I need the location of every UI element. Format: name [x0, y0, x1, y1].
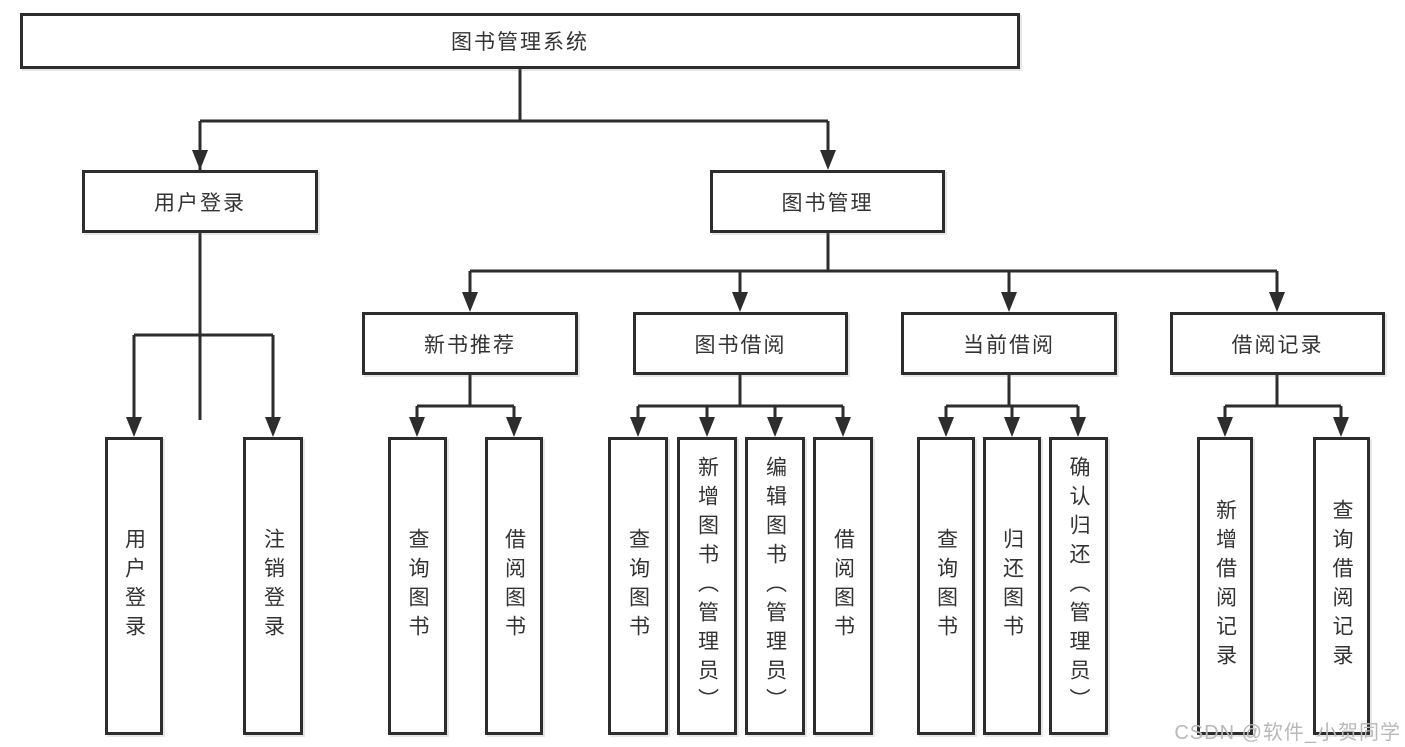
leaf-add-book-admin-label: 新增图书（管理员） — [695, 455, 719, 717]
leaf-add-book-admin: 新增图书（管理员） — [677, 437, 737, 735]
connector-current-borrow-branch — [944, 375, 1080, 419]
leaf-edit-book-admin: 编辑图书（管理员） — [745, 437, 805, 735]
leaf-return-book: 归还图书 — [983, 437, 1041, 735]
leaf-confirm-return-admin: 确认归还（管理员） — [1049, 437, 1108, 735]
node-root-label: 图书管理系统 — [451, 31, 589, 54]
connector-book-borrow-branch — [636, 375, 845, 419]
leaf-edit-book-admin-label: 编辑图书（管理员） — [763, 455, 787, 717]
leaf-query-books-current: 查询图书 — [917, 437, 975, 735]
node-book-borrow: 图书借阅 — [633, 312, 848, 375]
leaf-query-books-borrow-label: 查询图书 — [626, 528, 650, 644]
node-book-borrow-label: 图书借阅 — [694, 333, 787, 357]
node-root: 图书管理系统 — [20, 13, 1020, 69]
leaf-query-books-borrow: 查询图书 — [608, 437, 668, 735]
node-new-book-recommend: 新书推荐 — [362, 312, 578, 375]
leaf-query-books-recommend: 查询图书 — [388, 437, 447, 735]
leaf-logout-label: 注销登录 — [261, 528, 285, 644]
leaf-user-login-label: 用户登录 — [122, 528, 146, 644]
leaf-query-borrow-record-label: 查询借阅记录 — [1330, 499, 1353, 673]
node-user-login-label: 用户登录 — [154, 191, 246, 215]
csdn-watermark: CSDN @软件_小贺同学 — [1174, 722, 1401, 744]
connector-new-book-branch — [415, 375, 516, 419]
leaf-query-books-recommend-label: 查询图书 — [406, 528, 429, 644]
leaf-query-books-current-label: 查询图书 — [934, 528, 958, 644]
leaf-query-borrow-record: 查询借阅记录 — [1313, 437, 1370, 735]
leaf-borrow-books-borrow-label: 借阅图书 — [831, 528, 855, 644]
leaf-borrow-books-recommend: 借阅图书 — [485, 437, 543, 735]
node-book-management: 图书管理 — [710, 170, 945, 233]
connector-borrow-record-branch — [1223, 375, 1343, 419]
leaf-return-book-label: 归还图书 — [1000, 528, 1024, 644]
leaf-user-login: 用户登录 — [105, 437, 163, 735]
connector-root-to-level2 — [198, 69, 830, 420]
node-user-login: 用户登录 — [82, 170, 318, 233]
arrowheads — [126, 150, 1349, 437]
leaf-borrow-books-recommend-label: 借阅图书 — [502, 528, 526, 644]
leaf-add-borrow-record-label: 新增借阅记录 — [1213, 499, 1237, 673]
node-book-management-label: 图书管理 — [781, 191, 874, 215]
node-current-borrow: 当前借阅 — [901, 312, 1117, 375]
node-current-borrow-label: 当前借阅 — [963, 333, 1055, 357]
connector-book-management-branch — [468, 233, 1279, 294]
leaf-add-borrow-record: 新增借阅记录 — [1197, 437, 1253, 735]
leaf-logout: 注销登录 — [243, 437, 303, 735]
leaf-confirm-return-admin-label: 确认归还（管理员） — [1067, 455, 1090, 717]
leaf-borrow-books-borrow: 借阅图书 — [813, 437, 873, 735]
node-borrow-records: 借阅记录 — [1170, 312, 1385, 375]
node-new-book-recommend-label: 新书推荐 — [424, 333, 516, 357]
node-borrow-records-label: 借阅记录 — [1231, 333, 1324, 357]
connector-user-login-branch — [132, 233, 275, 419]
